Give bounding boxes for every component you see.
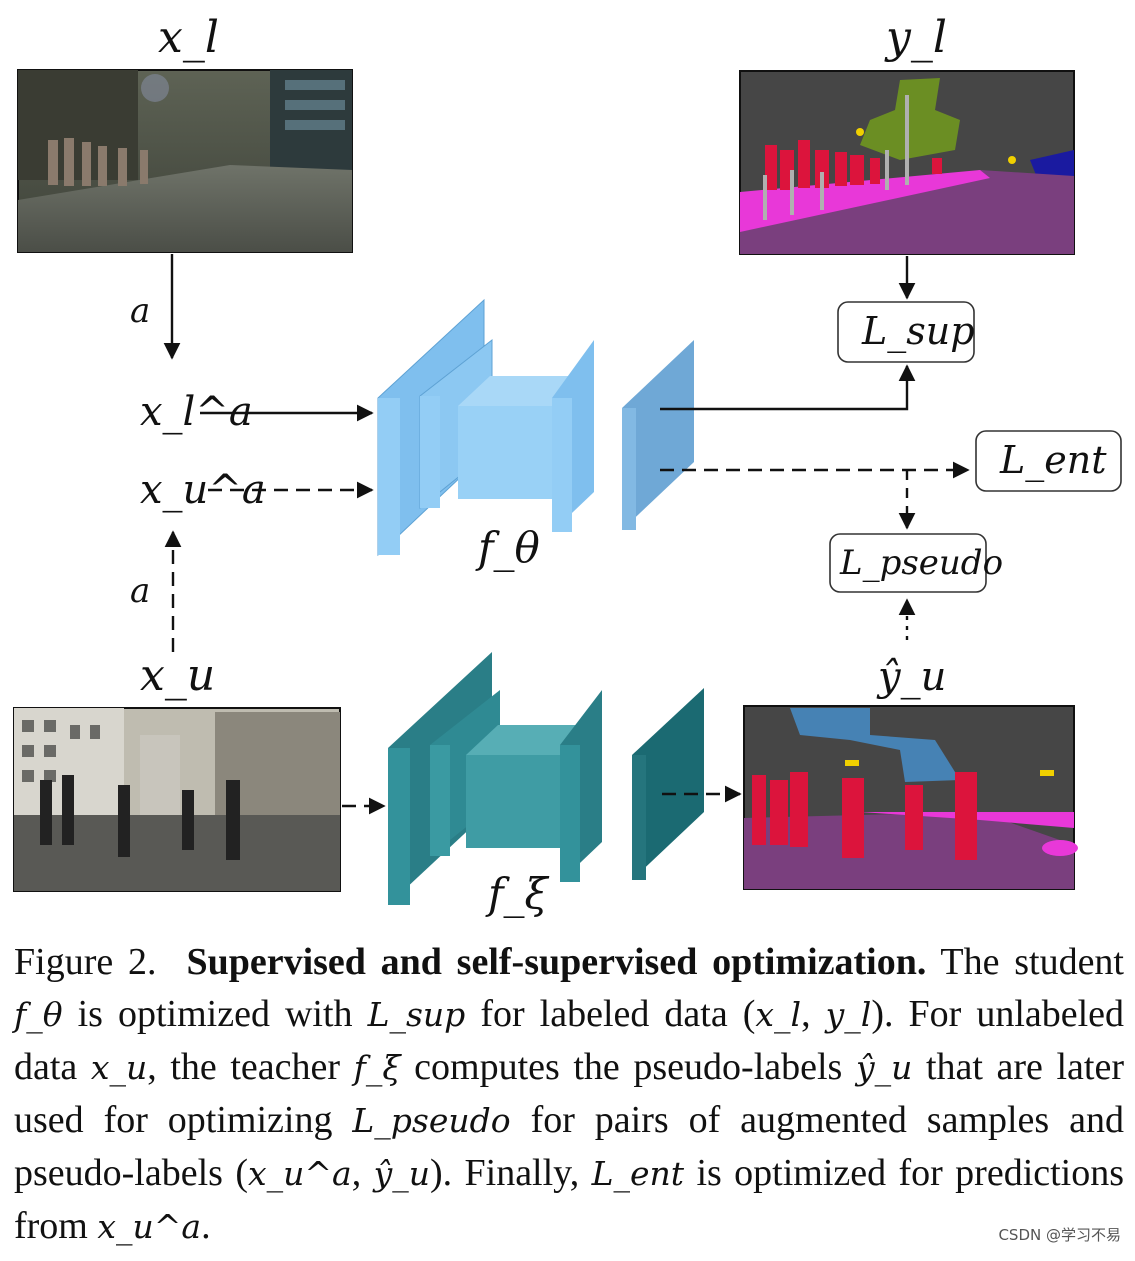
labeled-input-image xyxy=(17,69,353,253)
caption-yhat: ŷ_u xyxy=(855,1048,913,1087)
diagram-canvas: L_sup L_ent L_pseudo x_l y_l a x_l^a x_u… xyxy=(13,12,1122,918)
caption-lent: L_ent xyxy=(591,1154,685,1193)
figure-number: Figure 2. xyxy=(14,941,157,983)
figure-caption: Figure 2. Supervised and self-supervised … xyxy=(14,941,1125,1247)
caption-text-7: that are later used for optimizing xyxy=(14,1046,1124,1141)
label-a-bottom: a xyxy=(130,571,150,611)
arrows xyxy=(163,254,970,815)
caption-yhat-2: ŷ_u xyxy=(373,1154,430,1193)
labeled-segmentation-map xyxy=(739,70,1075,255)
student-network xyxy=(377,298,694,557)
caption-yl: y_l xyxy=(825,995,872,1034)
caption-text-5: the teacher xyxy=(170,1046,341,1088)
watermark: CSDN @学习不易 xyxy=(998,1226,1121,1244)
arrow-student-to-lsup xyxy=(660,364,916,411)
caption-lsup: L_sup xyxy=(367,995,466,1034)
caption-text-10: is optimized for predictions from xyxy=(14,1152,1125,1247)
label-x-u-a: x_u^a xyxy=(140,467,266,513)
pseudo-label-map xyxy=(743,705,1078,890)
caption-lpseudo: L_pseudo xyxy=(352,1101,511,1140)
figure-title: Supervised and self-supervised optimizat… xyxy=(186,941,927,983)
teacher-network xyxy=(388,652,704,905)
caption-text-2: is optimized with xyxy=(77,993,353,1035)
caption-xua: x_u^a xyxy=(247,1154,352,1193)
caption-text-6: computes the pseudo-labels xyxy=(414,1046,843,1088)
unlabeled-input-image xyxy=(13,707,341,892)
label-f-theta: f_θ xyxy=(475,523,540,572)
label-x-l: x_l xyxy=(158,12,219,63)
caption-text-4: For unlabeled data xyxy=(14,993,1125,1088)
caption-text-1: The student xyxy=(940,941,1124,983)
loss-sup-label: L_sup xyxy=(861,309,975,354)
caption-xu: x_u xyxy=(90,1048,148,1087)
loss-ent-label: L_ent xyxy=(999,438,1107,483)
caption-student: f_θ xyxy=(14,995,63,1034)
caption-text-9: Finally, xyxy=(464,1152,580,1194)
caption-xua-2: x_u^a xyxy=(97,1207,202,1246)
loss-pseudo-box: L_pseudo xyxy=(829,533,1003,593)
label-y-l: y_l xyxy=(884,12,947,63)
caption-teacher: f_ξ xyxy=(353,1048,401,1087)
label-y-hat-u: ŷ_u xyxy=(876,654,946,700)
loss-ent-box: L_ent xyxy=(975,430,1122,492)
label-f-xi: f_ξ xyxy=(485,869,550,918)
caption-xl: x_l xyxy=(755,995,802,1034)
label-a-top: a xyxy=(130,291,150,331)
caption-text-3: for labeled data xyxy=(480,993,728,1035)
label-x-u: x_u xyxy=(140,650,215,701)
caption-text-8: for pairs of augmented samples and pseud… xyxy=(14,1099,1124,1194)
label-x-l-a: x_l^a xyxy=(140,389,253,435)
loss-sup-box: L_sup xyxy=(837,301,975,363)
loss-pseudo-label: L_pseudo xyxy=(839,543,1003,583)
